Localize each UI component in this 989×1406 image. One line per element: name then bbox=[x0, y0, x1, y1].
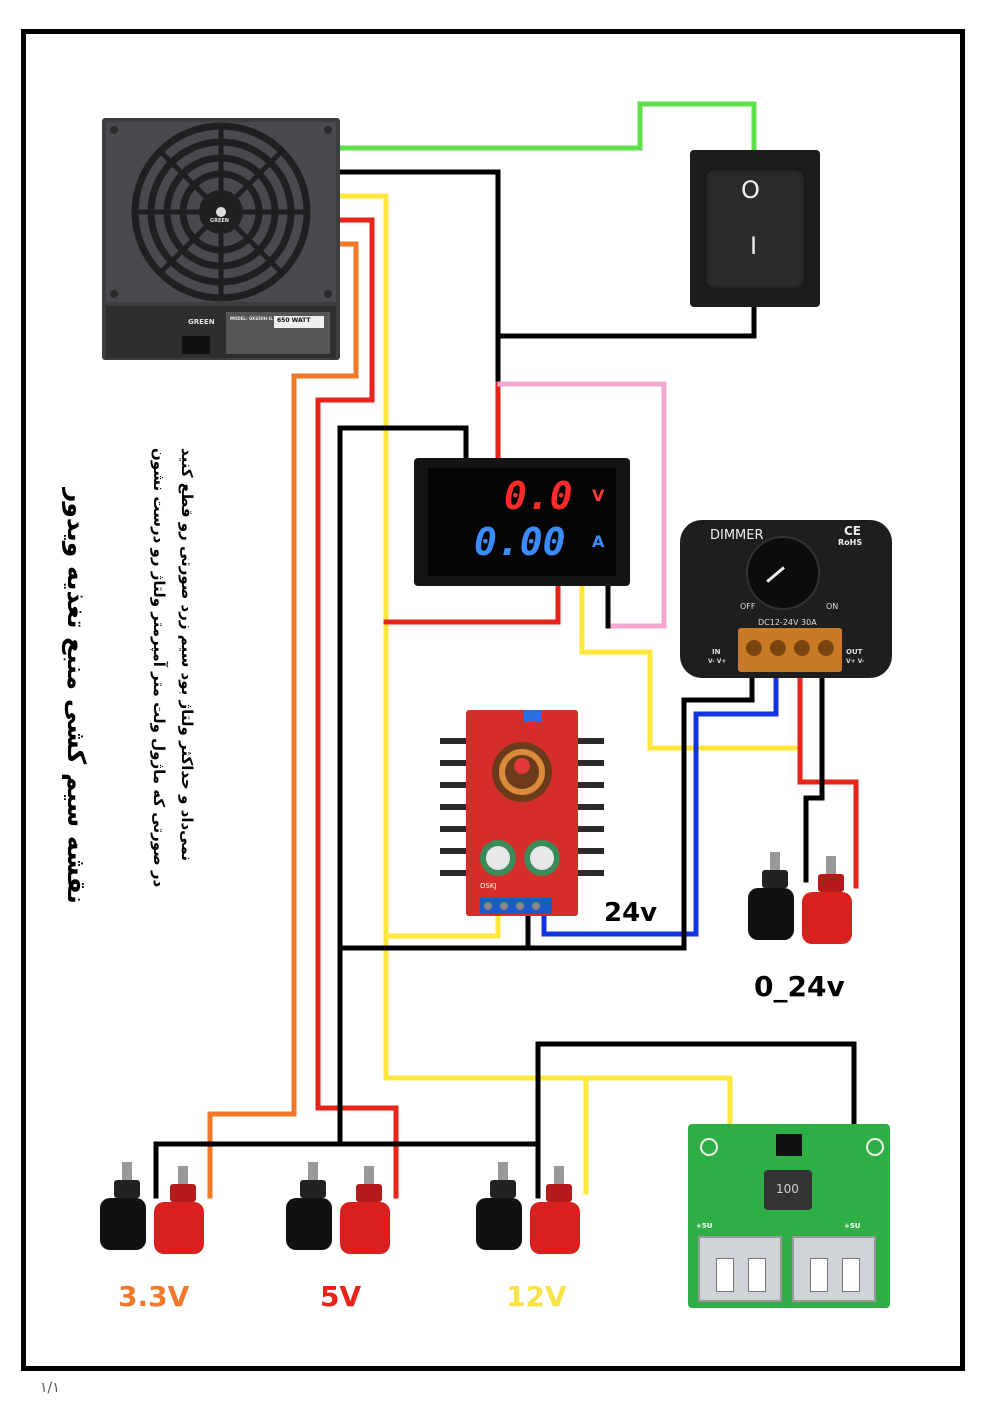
dimmer-rating: DC12-24V 30A bbox=[758, 618, 817, 627]
dimmer-on: ON bbox=[826, 602, 839, 611]
label-12v: 12V bbox=[506, 1280, 567, 1313]
meter-amp-unit: A bbox=[592, 532, 605, 551]
binding-post-black-icon bbox=[100, 1162, 146, 1250]
usb-port-left[interactable] bbox=[698, 1236, 782, 1302]
terminal-5v bbox=[286, 1162, 390, 1254]
meter-volt-unit: V bbox=[592, 486, 605, 505]
terminal-12v bbox=[476, 1162, 580, 1254]
diagram-note-line2: نمی‌داد و حداکثر ولتاژ بود سیم زرد صورتی… bbox=[178, 448, 196, 862]
diagram-note-line1: در صورتی که ماژول ولت متر آمپرمتر ولتاژ … bbox=[150, 448, 168, 888]
psu-model: MODEL: GK650H-IL bbox=[230, 316, 273, 321]
usb-inductor-label: 100 bbox=[776, 1182, 799, 1196]
usb-port-label-2: +5U bbox=[844, 1222, 861, 1230]
dimmer-in: IN bbox=[712, 648, 721, 656]
dimmer-module: DIMMER CE RoHS OFF ON DC12-24V 30A IN V-… bbox=[680, 520, 892, 678]
dimmer-out: OUT bbox=[846, 648, 863, 656]
wire-yellow-boost bbox=[383, 907, 501, 939]
wire-red-psu bbox=[315, 217, 399, 1199]
psu-fan-brand: GREEN bbox=[210, 218, 229, 224]
wire-red-dimmer-out bbox=[797, 673, 859, 889]
label-3v3: 3.3V bbox=[118, 1280, 190, 1313]
binding-post-black-icon bbox=[748, 852, 794, 940]
boost-brand: DSKJ bbox=[480, 882, 497, 890]
terminal-3v3 bbox=[100, 1162, 204, 1254]
wire-black-usb bbox=[535, 1041, 857, 1147]
dimmer-title: DIMMER bbox=[710, 528, 764, 543]
binding-post-black-icon bbox=[286, 1162, 332, 1250]
label-5v: 5V bbox=[320, 1280, 362, 1313]
power-supply: GREEN GREEN MODEL: GK650H-IL 650 WATT bbox=[102, 118, 340, 360]
heatsink-icon bbox=[440, 710, 604, 916]
binding-post-red-icon bbox=[340, 1166, 390, 1254]
wire-blue bbox=[541, 673, 779, 937]
usb-port-label-1: +5U bbox=[696, 1222, 713, 1230]
binding-post-red-icon bbox=[530, 1166, 580, 1254]
binding-post-red-icon bbox=[154, 1166, 204, 1254]
wire-orange-psu bbox=[207, 241, 359, 1199]
dimmer-terminal-block bbox=[738, 628, 842, 672]
wire-pink bbox=[497, 381, 667, 629]
label-24v: 24v bbox=[604, 898, 658, 928]
dimmer-ce: CE bbox=[844, 524, 862, 538]
dimmer-rohs: RoHS bbox=[838, 538, 863, 547]
dimmer-out-pins: V+ V- bbox=[846, 658, 865, 665]
diagram-title: نقشه سیم کشی منبع تغذیه ویدور bbox=[62, 488, 91, 904]
binding-post-red-icon bbox=[802, 856, 852, 944]
wire-black-boost-dimmer bbox=[525, 673, 755, 951]
meter-volt-reading: 0.0 bbox=[504, 474, 573, 518]
wire-yellow-psu bbox=[337, 193, 733, 1133]
dimmer-off: OFF bbox=[740, 602, 756, 611]
psu-fan-icon bbox=[106, 122, 336, 358]
switch-on-symbol: I bbox=[750, 232, 758, 260]
page-frame bbox=[21, 29, 965, 1371]
wire-red-meter bbox=[383, 583, 561, 625]
label-0-24v: 0_24v bbox=[754, 970, 845, 1003]
wire-green bbox=[337, 101, 757, 155]
usb-module: 100 +5U +5U bbox=[688, 1124, 890, 1308]
wire-yellow-meter-dimmer bbox=[579, 583, 803, 751]
page-number: ۱/۱ bbox=[40, 1380, 60, 1396]
switch-off-symbol: O bbox=[741, 176, 760, 204]
terminal-0-24v bbox=[748, 852, 852, 944]
boost-converter: DSKJ bbox=[438, 708, 606, 916]
psu-watt: 650 WATT bbox=[277, 317, 311, 324]
dimmer-knob[interactable] bbox=[746, 536, 820, 610]
wire-black-ground bbox=[153, 425, 469, 1199]
binding-post-black-icon bbox=[476, 1162, 522, 1250]
usb-inductor: 100 bbox=[764, 1170, 812, 1210]
dimmer-in-pins: V- V+ bbox=[708, 658, 727, 665]
meter-amp-reading: 0.00 bbox=[474, 520, 566, 564]
volt-amp-meter: 0.0 V 0.00 A bbox=[414, 458, 630, 586]
wire-black-dimmer-out bbox=[803, 673, 825, 883]
usb-port-right[interactable] bbox=[792, 1236, 876, 1302]
rocker-switch[interactable]: O I bbox=[690, 150, 820, 307]
psu-brand: GREEN bbox=[188, 318, 215, 326]
